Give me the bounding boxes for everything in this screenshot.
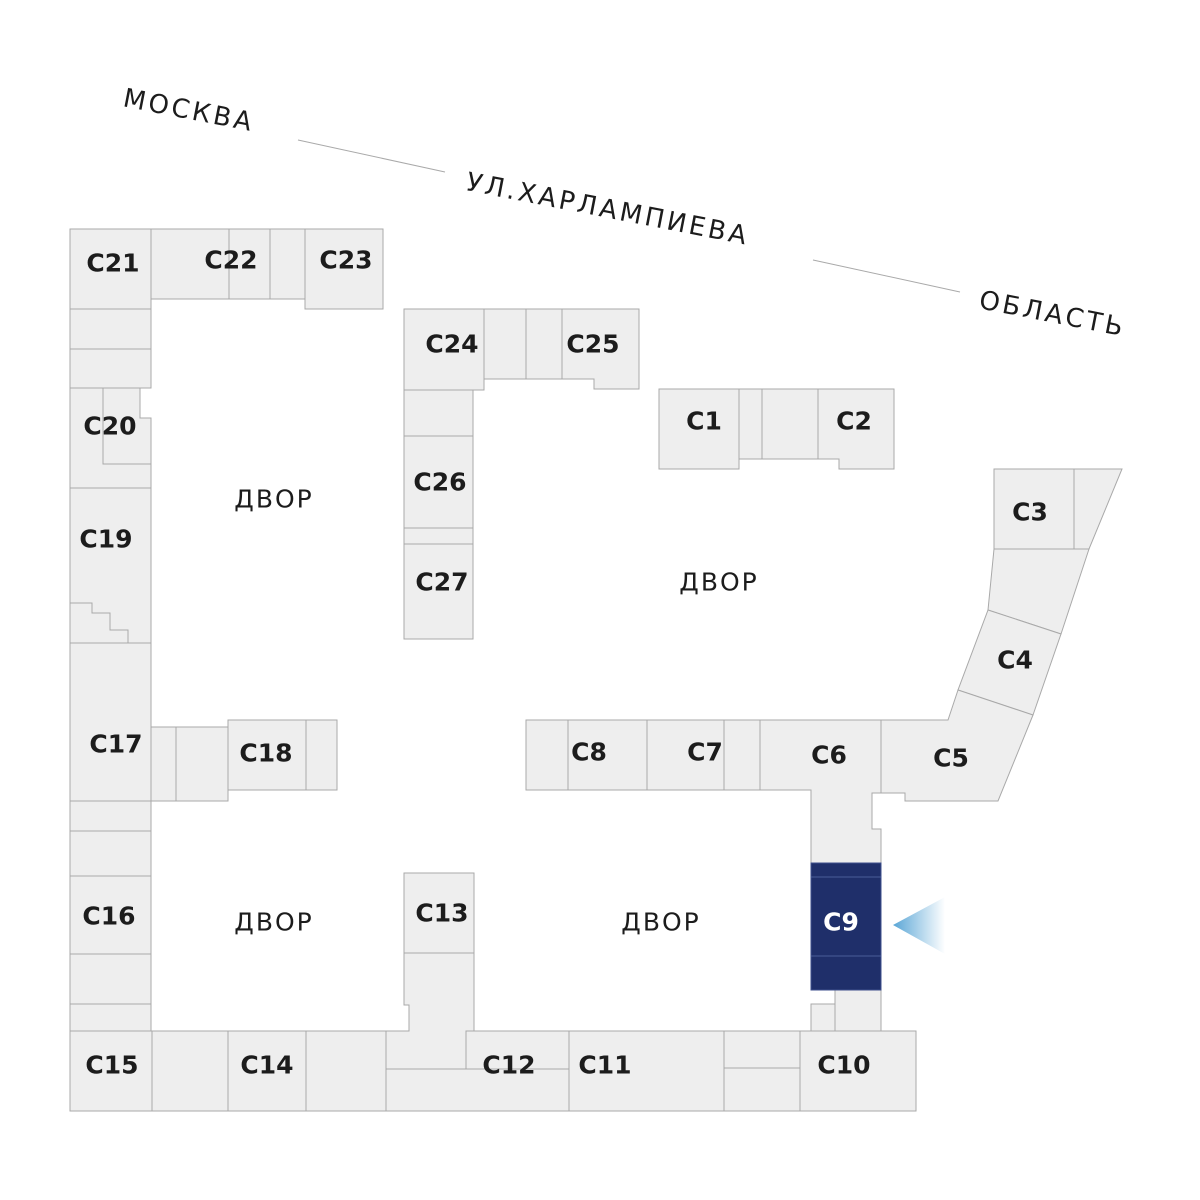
section-c13[interactable]: С13 [415,899,468,928]
section-c27[interactable]: С27 [415,568,468,597]
section-c24[interactable]: С24 [425,330,478,359]
section-c22[interactable]: С22 [204,246,257,275]
section-c26[interactable]: С26 [413,468,466,497]
section-c14[interactable]: С14 [240,1051,293,1080]
section-c3[interactable]: С3 [1012,498,1048,527]
building-left-wing [69,228,384,1112]
yard-label-top-left: ДВОР [234,485,313,514]
yard-label-bottom-center: ДВОР [621,908,700,937]
street-label-moscow: МОСКВА [121,83,257,138]
section-c1[interactable]: С1 [686,407,722,436]
section-c11[interactable]: С11 [578,1051,631,1080]
section-c8[interactable]: С8 [571,738,607,767]
section-c17[interactable]: С17 [89,730,142,759]
triangle-pointer-icon [893,897,945,954]
section-c21[interactable]: С21 [86,249,139,278]
section-c12[interactable]: С12 [482,1051,535,1080]
section-c20[interactable]: С20 [83,412,136,441]
yard-label-bottom-left: ДВОР [234,908,313,937]
section-c7[interactable]: С7 [687,738,723,767]
yard-label-center: ДВОР [679,568,758,597]
section-c9-selected[interactable] [810,862,882,991]
section-c19[interactable]: С19 [79,525,132,554]
section-c15[interactable]: С15 [85,1051,138,1080]
section-c18[interactable]: С18 [239,739,292,768]
section-c6[interactable]: С6 [811,741,847,770]
section-c4[interactable]: С4 [997,646,1033,675]
section-c10[interactable]: С10 [817,1051,870,1080]
section-c16[interactable]: С16 [82,902,135,931]
building-bottom-row [151,952,917,1112]
section-c25[interactable]: С25 [566,330,619,359]
section-c9[interactable]: С9 [823,908,859,937]
street-label: МОСКВА УЛ.ХАРЛАМПИЕВА ОБЛАСТЬ [121,83,1129,343]
section-c23[interactable]: С23 [319,246,372,275]
street-label-region: ОБЛАСТЬ [977,285,1129,343]
building-c1-c2 [658,388,895,470]
building-right-wing [525,468,1123,864]
section-c2[interactable]: С2 [836,407,872,436]
section-c5[interactable]: С5 [933,744,969,773]
building-middle-wing [403,308,640,954]
street-label-name: УЛ.ХАРЛАМПИЕВА [464,167,752,251]
